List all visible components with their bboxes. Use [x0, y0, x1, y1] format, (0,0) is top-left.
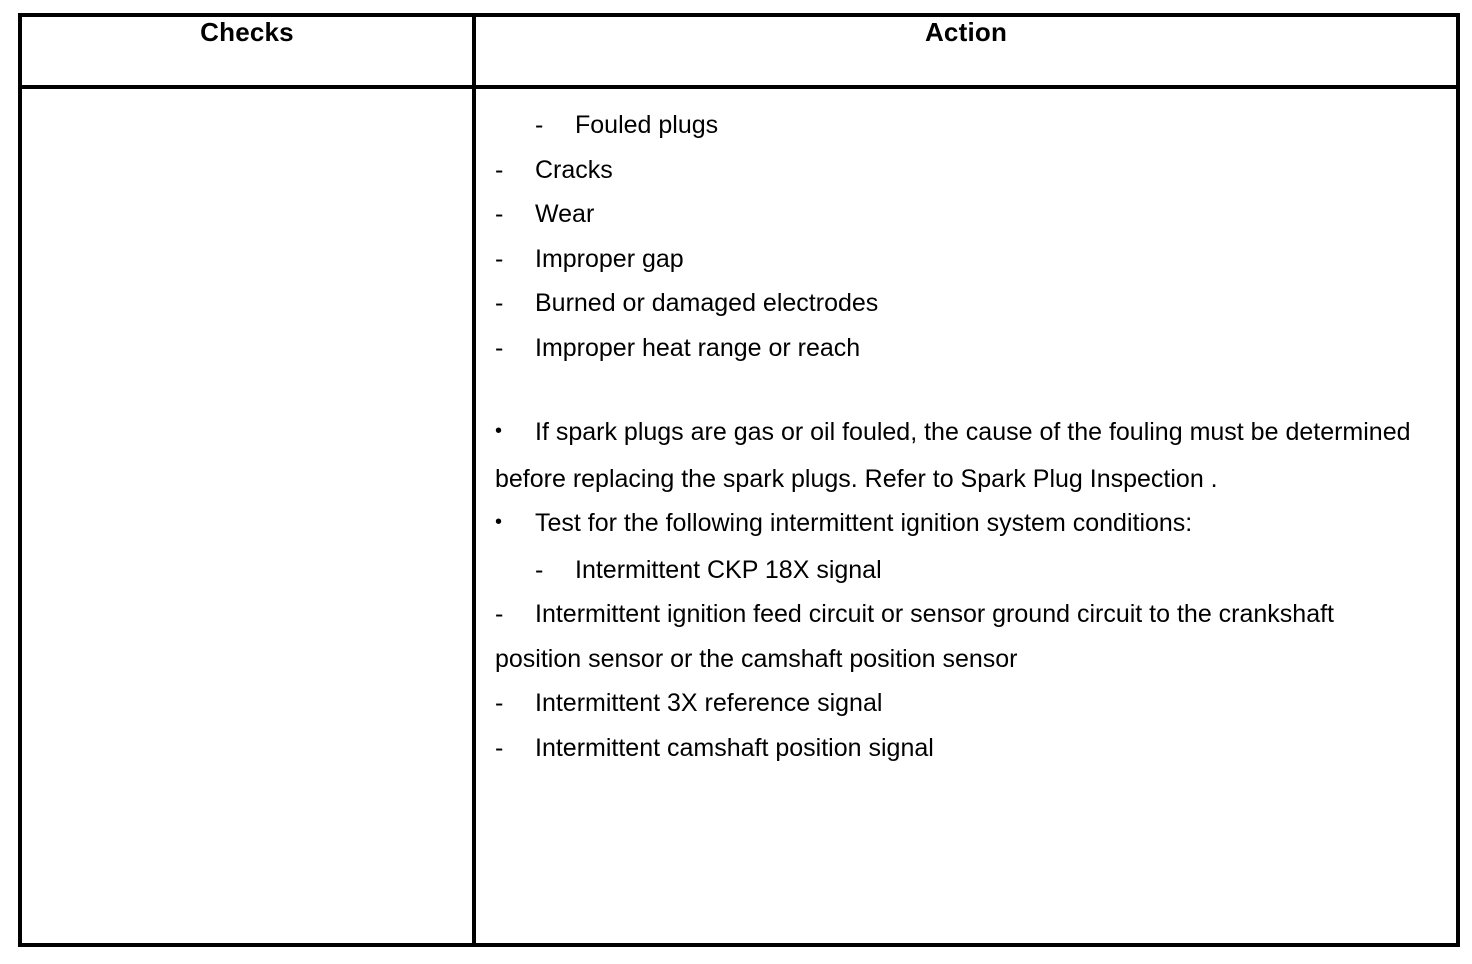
- bullet-item-text: Test for the following intermittent igni…: [535, 509, 1193, 537]
- list-item-3x-reference-signal: - Intermittent 3X reference signal: [488, 681, 1426, 726]
- list-item-label: Intermittent CKP 18X signal: [575, 555, 882, 584]
- list-item-label: Wear: [535, 200, 595, 228]
- paragraph-spacer: [488, 370, 1426, 410]
- dash-marker: -: [495, 689, 504, 717]
- dash-marker: -: [535, 555, 544, 584]
- list-item-label: Improper gap: [535, 244, 684, 273]
- dash-marker: -: [495, 289, 504, 317]
- bullet-marker: •: [495, 420, 503, 442]
- column-header-checks: Checks: [18, 13, 476, 89]
- table-header-row: Checks Action: [18, 13, 1460, 89]
- bullet-item-intermittent-test: • Test for the following intermittent ign…: [488, 501, 1426, 548]
- list-item-burned-electrodes: - Burned or damaged electrodes: [488, 281, 1426, 326]
- list-item-cracks: - Cracks: [488, 148, 1426, 193]
- list-item-improper-gap: - Improper gap: [488, 237, 1426, 282]
- dash-marker: -: [495, 200, 504, 228]
- cell-checks: [18, 85, 476, 947]
- table-body: - Fouled plugs - Cracks - Wear - Improper ga…: [18, 85, 1460, 947]
- list-item-ignition-feed-circuit: -Intermittent ignition feed circuit or s…: [488, 592, 1426, 681]
- dash-marker: -: [495, 333, 504, 362]
- bullet-item-text: If spark plugs are gas or oil fouled, th…: [495, 418, 1411, 493]
- dash-marker: -: [495, 733, 504, 762]
- dash-marker: -: [535, 111, 544, 139]
- list-item-label: Intermittent 3X reference signal: [535, 689, 883, 717]
- list-item-label: Intermittent ignition feed circuit or se…: [495, 600, 1334, 673]
- bullet-marker: •: [495, 511, 503, 533]
- diagnostic-table: Checks Action - Fouled plugs - Cracks - Wea…: [18, 13, 1460, 947]
- list-item-label: Improper heat range or reach: [535, 333, 861, 362]
- list-item-camshaft-position-signal: - Intermittent camshaft position signal: [488, 726, 1426, 771]
- list-item-ckp-18x-signal: - Intermittent CKP 18X signal: [488, 548, 1426, 593]
- dash-marker: -: [495, 244, 504, 273]
- column-header-action: Action: [472, 13, 1460, 89]
- list-item-fouled-plugs: - Fouled plugs: [488, 103, 1426, 148]
- table-row: - Fouled plugs - Cracks - Wear - Improper ga…: [18, 85, 1460, 947]
- cell-action: - Fouled plugs - Cracks - Wear - Improper ga…: [472, 85, 1460, 947]
- list-item-heat-range: - Improper heat range or reach: [488, 326, 1426, 371]
- list-item-label: Burned or damaged electrodes: [535, 289, 879, 317]
- list-item-wear: - Wear: [488, 192, 1426, 237]
- table-header: Checks Action: [18, 13, 1460, 89]
- dash-marker: -: [495, 155, 504, 184]
- bullet-item-fouling-cause: •If spark plugs are gas or oil fouled, t…: [488, 410, 1426, 501]
- dash-marker: -: [495, 600, 504, 628]
- list-item-label: Intermittent camshaft position signal: [535, 733, 934, 762]
- action-content: - Fouled plugs - Cracks - Wear - Improper ga…: [476, 89, 1456, 770]
- list-item-label: Fouled plugs: [575, 111, 719, 139]
- list-item-label: Cracks: [535, 155, 613, 184]
